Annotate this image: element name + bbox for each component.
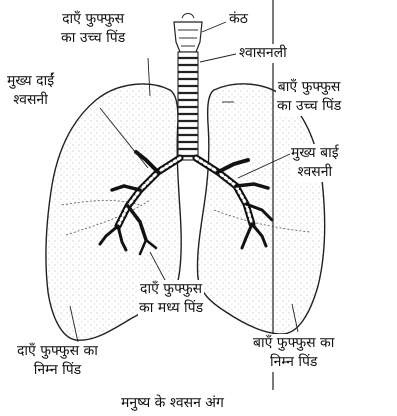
label-left-lower-lobe: बाएँ फुफ्फुस का निम्न पिंड — [252, 334, 335, 372]
label-larynx: कंठ — [228, 10, 249, 29]
label-right-middle-lobe-line1: दाएँ फुफ्फुस — [139, 280, 203, 299]
label-right-upper-lobe: दाएँ फुफ्फुस का उच्च पिंड — [60, 10, 126, 48]
label-left-upper-lobe-line2: का उच्च पिंड — [277, 97, 341, 116]
diagram-caption: मनुष्य के श्वसन अंग — [120, 394, 225, 413]
label-left-main-bronchus-line1: मुख्य बाई — [291, 144, 339, 163]
label-right-main-bronchus-line2: श्वसनी — [7, 91, 54, 110]
label-left-upper-lobe-line1: बाएँ फुफ्फुस — [277, 78, 341, 97]
label-left-lower-lobe-line2: निम्न पिंड — [253, 353, 334, 372]
label-right-upper-lobe-line1: दाएँ फुफ्फुस — [61, 10, 125, 29]
label-right-middle-lobe: दाएँ फुफ्फुस का मध्य पिंड — [138, 280, 204, 318]
label-left-lower-lobe-line1: बाएँ फुफ्फुस का — [253, 334, 334, 353]
label-right-lower-lobe-line1: दाएँ फुफ्फुस का — [17, 342, 98, 361]
label-right-lower-lobe-line2: निम्न पिंड — [17, 361, 98, 380]
label-right-lower-lobe: दाएँ फुफ्फुस का निम्न पिंड — [16, 342, 99, 380]
label-left-main-bronchus: मुख्य बाई श्वसनी — [290, 144, 340, 182]
label-right-upper-lobe-line2: का उच्च पिंड — [61, 29, 125, 48]
label-right-main-bronchus-line1: मुख्य दाईं — [7, 72, 54, 91]
label-trachea: श्वासनली — [238, 44, 288, 63]
label-left-upper-lobe: बाएँ फुफ्फुस का उच्च पिंड — [276, 78, 342, 116]
label-right-middle-lobe-line2: का मध्य पिंड — [139, 299, 203, 318]
larynx-shape — [174, 14, 202, 53]
label-left-main-bronchus-line2: श्वसनी — [291, 163, 339, 182]
trachea-shape — [178, 52, 198, 160]
label-right-main-bronchus: मुख्य दाईं श्वसनी — [6, 72, 55, 110]
